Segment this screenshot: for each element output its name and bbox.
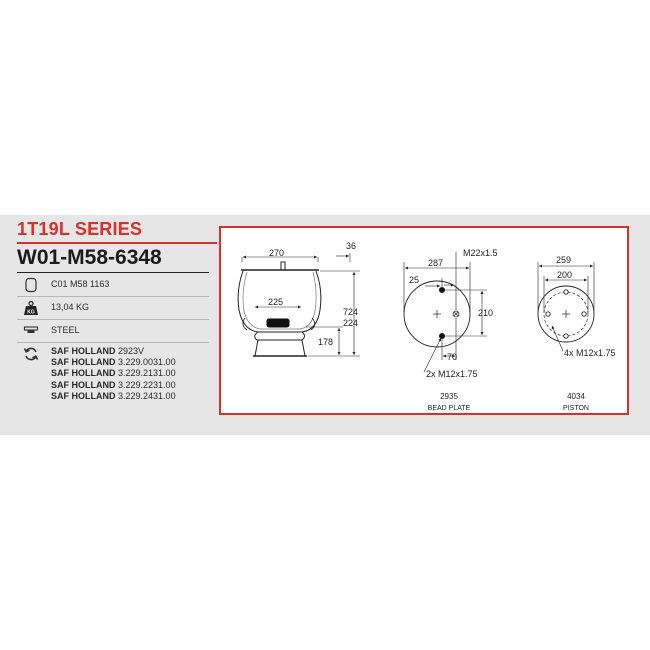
- cross-reference-item: SAF HOLLAND 3.229.2131.00: [51, 368, 176, 379]
- spec-value-material: STEEL: [51, 325, 80, 335]
- dim-piston-height: 178: [318, 337, 333, 347]
- piston-dim-outer: 259: [556, 255, 571, 265]
- cross-reference-list: SAF HOLLAND 2923V SAF HOLLAND 3.229.0031…: [51, 346, 176, 402]
- piston-dim-inner: 200: [557, 270, 572, 280]
- cross-reference-item: SAF HOLLAND 3.229.2431.00: [51, 390, 176, 401]
- spec-row-airspring: C01 M58 1163: [17, 274, 209, 297]
- spec-value-airspring: C01 M58 1163: [51, 279, 110, 289]
- part-number: W01-M58-6348: [17, 246, 162, 269]
- title-underline: [17, 242, 217, 244]
- piston-label: PISTON: [563, 405, 589, 412]
- side-view-dimensions: [241, 253, 360, 357]
- air-spring-icon: [25, 277, 37, 293]
- side-view-drawing: [237, 261, 322, 357]
- svg-text:KG: KG: [27, 309, 35, 315]
- piston-thread: 4x M12x1.75: [564, 348, 616, 358]
- dim-height-min: 224: [343, 318, 358, 328]
- spec-row-weight: KG 13,04 KG: [17, 297, 209, 320]
- technical-drawings: 270 36 225 724 224 178: [237, 241, 616, 412]
- dim-top-width: 270: [269, 248, 284, 258]
- technical-drawing-panel: 270 36 225 724 224 178: [219, 226, 629, 415]
- cross-reference-item: SAF HOLLAND 3.229.2231.00: [51, 379, 176, 390]
- dim-inner-width: 225: [268, 297, 283, 307]
- plate-icon: [23, 326, 39, 333]
- bead-plate-dim-offset: 25: [409, 275, 419, 285]
- bead-plate-dim-bottom: 70: [447, 352, 457, 362]
- spec-row-material: STEEL: [17, 320, 209, 343]
- bead-plate-dim-overall: 287: [428, 258, 443, 268]
- piston-drawing: [537, 285, 595, 343]
- part-number-divider: [17, 272, 209, 273]
- bead-plate-thread-bottom: 2x M12x1.75: [426, 369, 478, 379]
- series-title: 1T19L SERIES: [17, 219, 143, 239]
- cross-reference-item: SAF HOLLAND 2923V: [51, 346, 145, 356]
- bead-plate-label: BEAD PLATE: [428, 405, 471, 412]
- cross-reference-item: SAF HOLLAND 3.229.0031.00: [51, 357, 176, 368]
- dim-height-max: 724: [343, 307, 358, 317]
- spec-value-weight: 13,04 KG: [51, 302, 90, 312]
- bead-plate-dimensions: [403, 252, 487, 373]
- dim-offset: 36: [346, 241, 356, 251]
- piston-dimensions: [537, 262, 595, 352]
- bead-plate-thread-top: M22x1.5: [463, 248, 498, 258]
- cross-reference-icon: [23, 347, 39, 361]
- bead-plate-dim-spacing: 210: [478, 308, 493, 318]
- piston-code: 4034: [567, 392, 585, 401]
- weight-icon: KG: [24, 300, 38, 315]
- bead-plate-drawing: [403, 280, 471, 348]
- bead-plate-code: 2935: [440, 392, 458, 401]
